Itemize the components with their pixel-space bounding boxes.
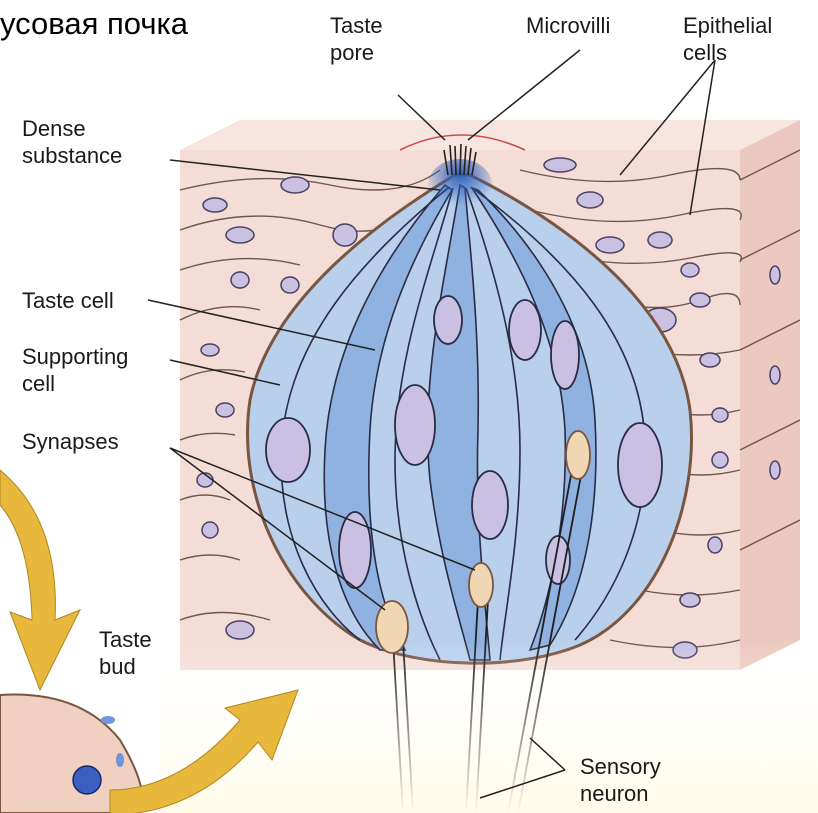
label-taste-pore-line1: Taste [330,12,383,39]
label-microvilli: Microvilli [526,12,610,39]
epithelium-side-face [740,120,800,670]
label-dense-line1: Dense [22,115,122,142]
label-sensory-line2: neuron [580,780,661,807]
label-taste-cell: Taste cell [22,287,114,314]
label-taste-pore: Taste pore [330,12,383,66]
arrow-down-icon [0,470,80,690]
taste-bud-small [73,766,101,794]
label-sensory-line1: Sensory [580,753,661,780]
label-supporting-cell: Supporting cell [22,343,128,397]
label-synapses: Synapses [22,428,119,455]
label-taste-bud-line2: bud [99,653,152,680]
taste-bud-small-3 [116,753,124,767]
label-taste-pore-line2: pore [330,39,383,66]
label-dense-substance: Dense substance [22,115,122,169]
label-supporting-line2: cell [22,370,128,397]
label-dense-line2: substance [22,142,122,169]
epithelium-top-face [180,120,800,150]
label-taste-bud-line1: Taste [99,626,152,653]
synapse-terminal [566,431,590,479]
taste-bud-small-2 [101,716,115,724]
label-taste-bud: Taste bud [99,626,152,680]
label-epithelial-cells: Epithelial cells [683,12,772,66]
label-sensory-neuron: Sensory neuron [580,753,661,807]
label-supporting-line1: Supporting [22,343,128,370]
label-epithelial-line1: Epithelial [683,12,772,39]
label-epithelial-line2: cells [683,39,772,66]
page-title: усовая почка [0,7,188,41]
